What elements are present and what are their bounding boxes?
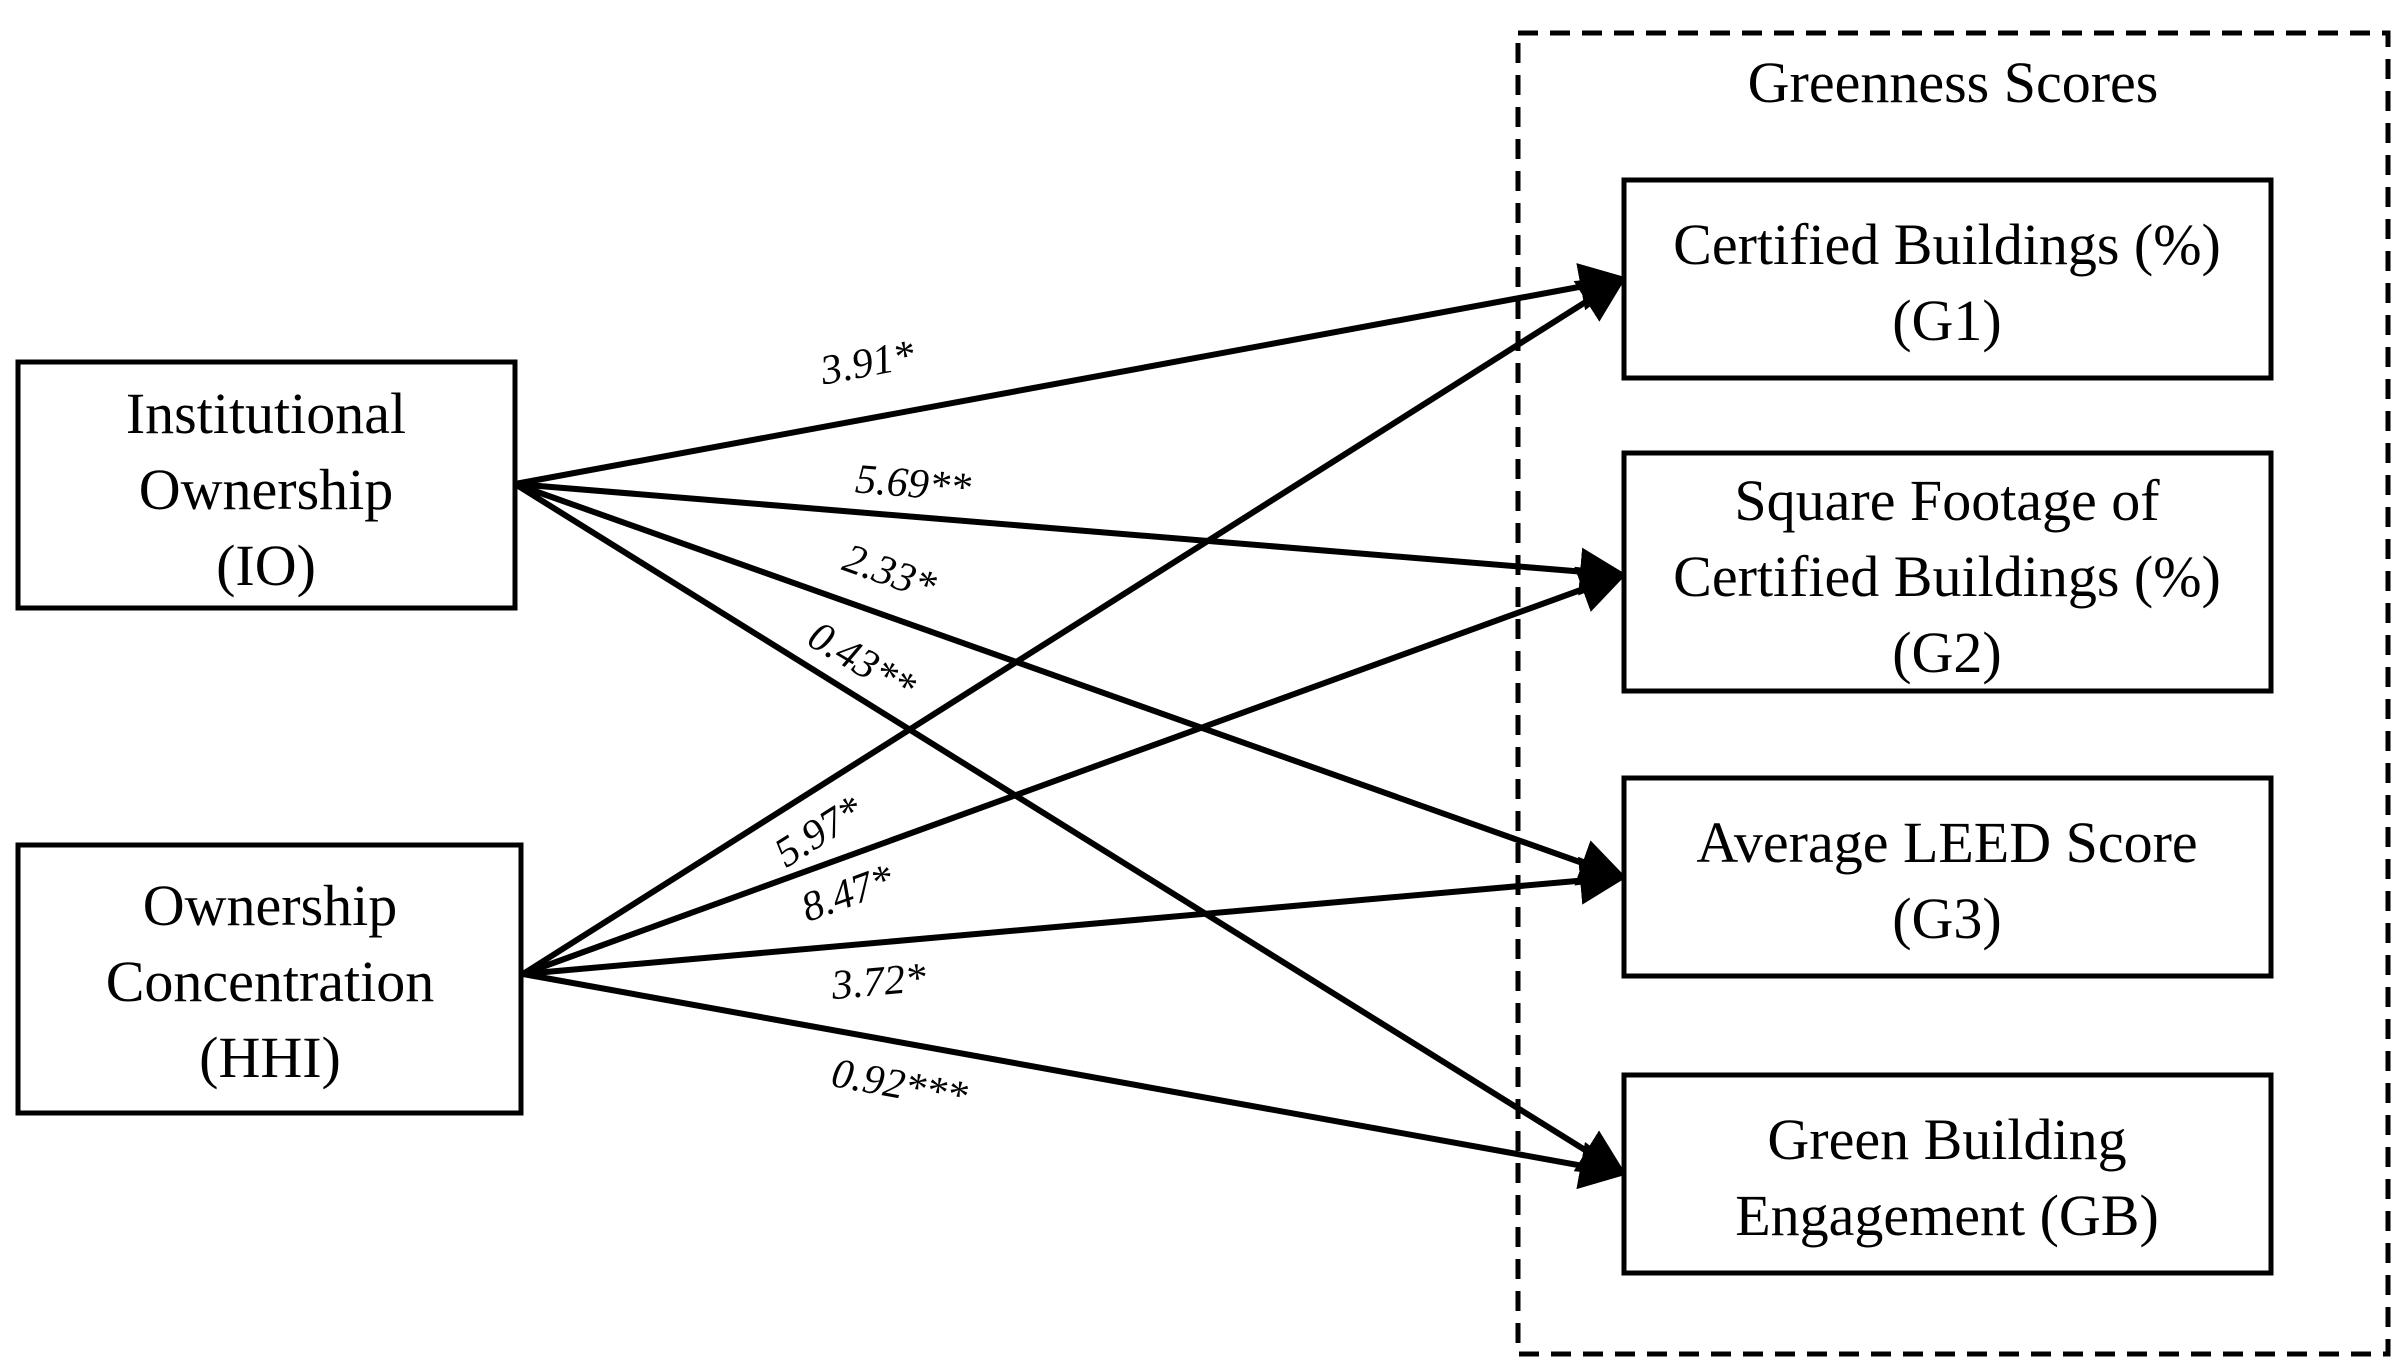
node-io-line-1: Institutional: [126, 381, 406, 446]
edge-io-g3: [513, 481, 1628, 886]
node-ownership-concentration: Ownership Concentration (HHI): [15, 842, 524, 1116]
node-square-footage: Square Footage of Certified Buildings (%…: [1621, 450, 2274, 694]
node-gb-line-1: Green Building: [1767, 1107, 2126, 1172]
node-io-line-2: Ownership: [139, 457, 394, 522]
node-certified-buildings: Certified Buildings (%) (G1): [1621, 177, 2274, 381]
node-g2-box: [1621, 450, 2274, 694]
node-hhi-line-1: Ownership: [143, 873, 398, 938]
edges: [513, 263, 1628, 1190]
node-g2-line-1: Square Footage of: [1734, 468, 2160, 533]
edge-label-hhi-g1: 5.97*: [767, 787, 871, 876]
node-gb-box: [1621, 1072, 2274, 1276]
edge-hhi-g1: [521, 275, 1628, 977]
node-g3-line-2: (G3): [1892, 886, 2002, 951]
node-g1-line-2: (G1): [1892, 288, 2002, 353]
edge-label-io-g3: 2.33*: [837, 535, 941, 610]
node-g2-line-3: (G2): [1892, 620, 2002, 685]
edge-hhi-g3: [522, 856, 1628, 977]
node-green-building-engagement: Green Building Engagement (GB): [1621, 1072, 2274, 1276]
node-average-leed-score: Average LEED Score (G3): [1621, 775, 2274, 979]
greenness-scores-title: Greenness Scores: [1748, 50, 2159, 115]
edge-io-g2: [514, 481, 1628, 596]
edge-label-io-gb: 0.43**: [800, 613, 923, 711]
edge-hhi-gb: [522, 971, 1628, 1190]
edge-label-hhi-gb: 0.92***: [828, 1050, 971, 1120]
edge-labels: 3.91* 5.69** 2.33* 0.43** 5.97* 8.47* 3.…: [767, 332, 973, 1120]
greenness-scores-group: [1515, 30, 2391, 1357]
node-hhi-box: [15, 842, 524, 1116]
edge-io-g1: [514, 263, 1628, 487]
node-hhi-line-2: Concentration: [106, 949, 435, 1014]
edge-hhi-g2: [521, 566, 1628, 977]
node-g3-box: [1621, 775, 2274, 979]
node-g2-line-2: Certified Buildings (%): [1673, 544, 2221, 609]
edge-label-hhi-g3: 3.72*: [829, 955, 928, 1009]
edge-label-io-g1: 3.91*: [816, 332, 918, 395]
node-g1-line-1: Certified Buildings (%): [1673, 212, 2221, 277]
node-g3-line-1: Average LEED Score: [1696, 810, 2197, 875]
node-g1-box: [1621, 177, 2274, 381]
node-gb-line-2: Engagement (GB): [1735, 1183, 2159, 1248]
edge-io-gb: [513, 481, 1628, 1177]
node-io-line-3: (IO): [216, 533, 316, 598]
node-hhi-line-3: (HHI): [199, 1025, 341, 1090]
node-institutional-ownership: Institutional Ownership (IO): [15, 359, 518, 611]
node-io-box: [15, 359, 518, 611]
edge-label-io-g2: 5.69**: [854, 456, 973, 511]
